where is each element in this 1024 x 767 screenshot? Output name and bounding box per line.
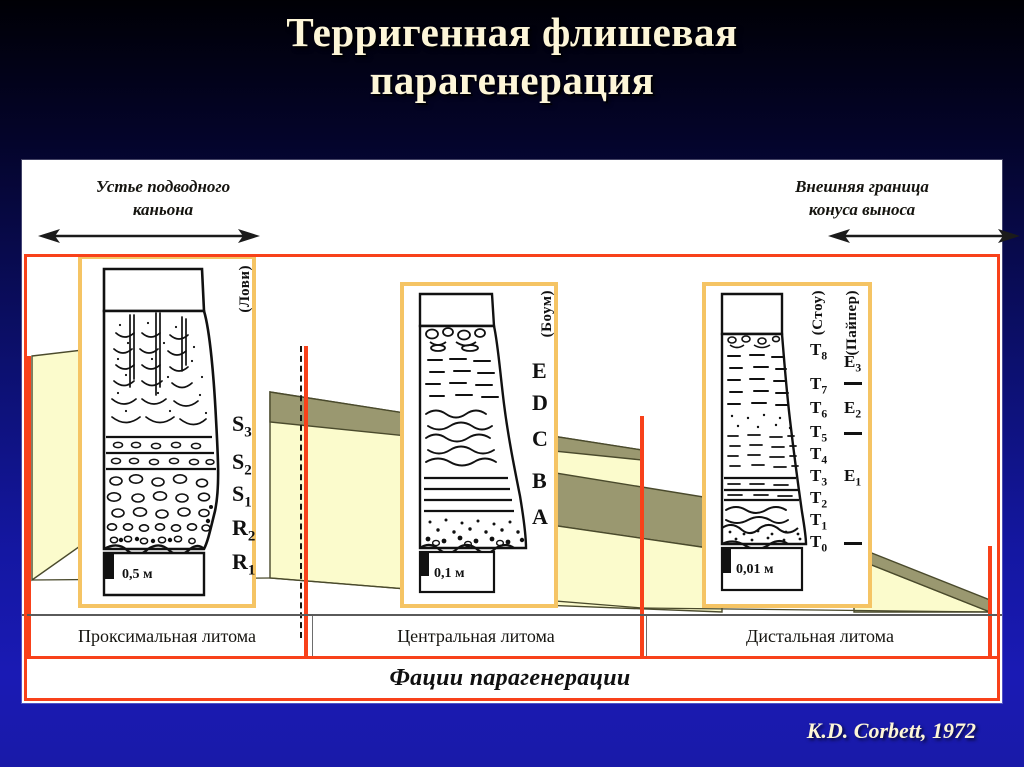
diagram-panel: Устье подводного каньона Внешняя граница…: [22, 160, 1020, 703]
log-division-e: E: [532, 358, 547, 383]
facies-frame-top: [24, 254, 1000, 658]
header-label-canyon-mouth-line-1: Устье подводного: [95, 177, 231, 196]
log-division-t7: T7: [810, 374, 828, 397]
log-division-t0: T0: [810, 532, 828, 555]
log-division-t8: T8: [810, 340, 828, 363]
facies-row: Проксимальная литома Центральная литома …: [22, 616, 1002, 656]
log-division-t1: T1: [810, 510, 828, 533]
page-title-line-2: парагенерация: [369, 57, 655, 104]
log-division-t4: T4: [810, 444, 828, 467]
log-division-s1: S1: [232, 481, 252, 511]
header-label-fan-outer-limit: Внешняя граница конуса выноса: [738, 176, 986, 222]
log-division-r1: R1: [232, 549, 256, 579]
facies-cell-proximal: Проксимальная литома: [77, 625, 257, 646]
header-label-canyon-mouth-line-2: каньона: [132, 199, 194, 219]
page-title: Терригенная флишевая парагенерация: [0, 8, 1024, 105]
facies-frame-bottom: [24, 656, 1000, 701]
log-division-t5: T5: [810, 422, 828, 445]
credit-attribution: K.D. Corbett, 1972: [806, 718, 976, 743]
log-column-central: [404, 286, 554, 604]
log-scale-central: 0,1 м: [434, 566, 465, 581]
log-box-proximal: (Лови) S3 S2 S1 R2 R1 0,5 м: [78, 255, 256, 608]
log-column-distal: [706, 286, 868, 604]
log-division-e1: E1: [844, 466, 862, 489]
log-division-e2: E2: [844, 398, 862, 421]
log-division-a: A: [532, 504, 548, 529]
log-division-c: C: [532, 426, 548, 451]
log-division-t2: T2: [810, 488, 828, 511]
log-box-distal: (Стоу) (Пайпер) T8 T7 T6 T5 T4 T3 T2 T1 …: [702, 282, 872, 608]
log-division-t6: T6: [810, 398, 828, 421]
arrow-left-icon: [38, 228, 260, 244]
log-division-b: B: [532, 468, 547, 493]
log-division-s3: S3: [232, 411, 252, 441]
divider-red-central: [640, 416, 644, 656]
diagram-panel-inner: Устье подводного каньона Внешняя граница…: [22, 160, 1020, 703]
log-division-s2: S2: [232, 449, 252, 479]
facies-cell-distal: Дистальная литома: [746, 625, 894, 646]
log-tick-e1-bottom: [844, 542, 862, 545]
page-title-line-1: Терригенная флишевая: [286, 9, 738, 55]
divider-red-left-edge: [27, 356, 31, 656]
log-division-d: D: [532, 390, 548, 415]
facies-title: Фации парагенерации: [389, 665, 631, 691]
log-division-t3: T3: [810, 466, 828, 489]
header-label-canyon-mouth: Устье подводного каньона: [48, 176, 278, 222]
log-scale-proximal: 0,5 м: [122, 567, 153, 582]
log-tick-e3-top: [844, 382, 862, 385]
wedge-baseline-right: [641, 607, 991, 613]
facies-separator-1: [312, 616, 313, 656]
header-label-fan-outer-limit-line-1: Внешняя граница: [795, 177, 929, 196]
arrow-right-icon: [828, 228, 1020, 244]
divider-red-right-edge: [988, 546, 992, 656]
log-division-r2: R2: [232, 515, 256, 545]
facies-separator-2: [646, 616, 647, 656]
facies-cell-central: Центральная литома: [397, 625, 555, 646]
divider-dashed-proximal: [300, 346, 302, 638]
log-scale-distal: 0,01 м: [736, 562, 774, 577]
header-label-fan-outer-limit-line-2: конуса выноса: [808, 199, 916, 219]
log-tick-e2-top: [844, 432, 862, 435]
facies-rule: [22, 614, 1002, 616]
divider-red-proximal: [304, 346, 308, 656]
log-division-e3: E3: [844, 352, 862, 375]
log-box-central: (Боум) E D C B A 0,1 м: [400, 282, 558, 608]
log-column-proximal: [82, 259, 252, 604]
